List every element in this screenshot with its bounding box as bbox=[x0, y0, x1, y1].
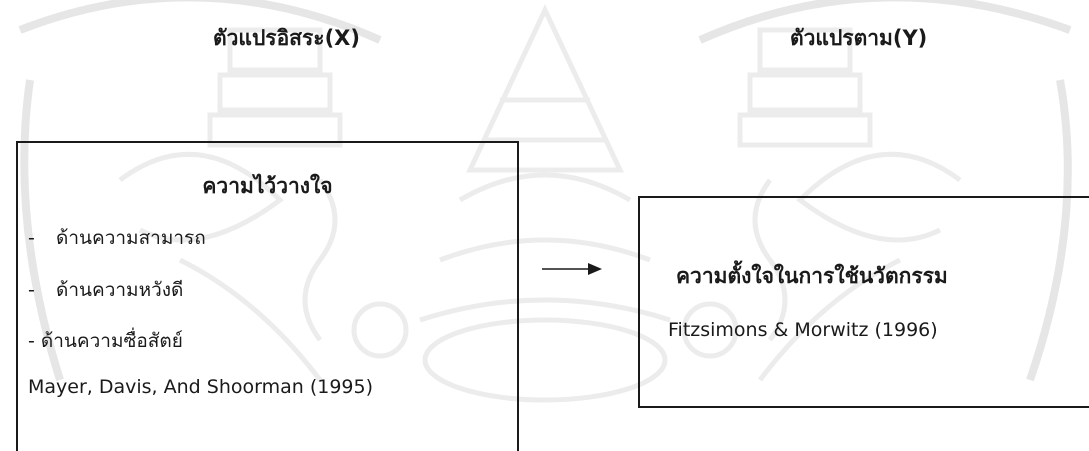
university-seal-watermark bbox=[18, 0, 1072, 403]
independent-citation: Mayer, Davis, And Shoorman (1995) bbox=[28, 376, 374, 398]
list-item-integrity: - ด้านความซื่อสัตย์ bbox=[28, 330, 183, 352]
right-arrow-icon bbox=[542, 263, 602, 275]
independent-variable-heading: ตัวแปรอิสระ(X) bbox=[213, 26, 360, 50]
list-item-benevolence: -ด้านความหวังดี bbox=[28, 279, 184, 301]
dependent-citation: Fitzsimons & Morwitz (1996) bbox=[668, 319, 938, 341]
list-item-ability: -ด้านความสามารถ bbox=[28, 227, 206, 249]
independent-variable-box: ความไว้วางใจ -ด้านความสามารถ -ด้านความหว… bbox=[16, 141, 519, 451]
dependent-variable-box: ความตั้งใจในการใช้นวัตกรรม Fitzsimons & … bbox=[638, 196, 1089, 408]
intention-title: ความตั้งใจในการใช้นวัตกรรม bbox=[676, 264, 948, 288]
trust-title: ความไว้วางใจ bbox=[202, 174, 333, 198]
dependent-variable-heading: ตัวแปรตาม(Y) bbox=[790, 26, 928, 50]
